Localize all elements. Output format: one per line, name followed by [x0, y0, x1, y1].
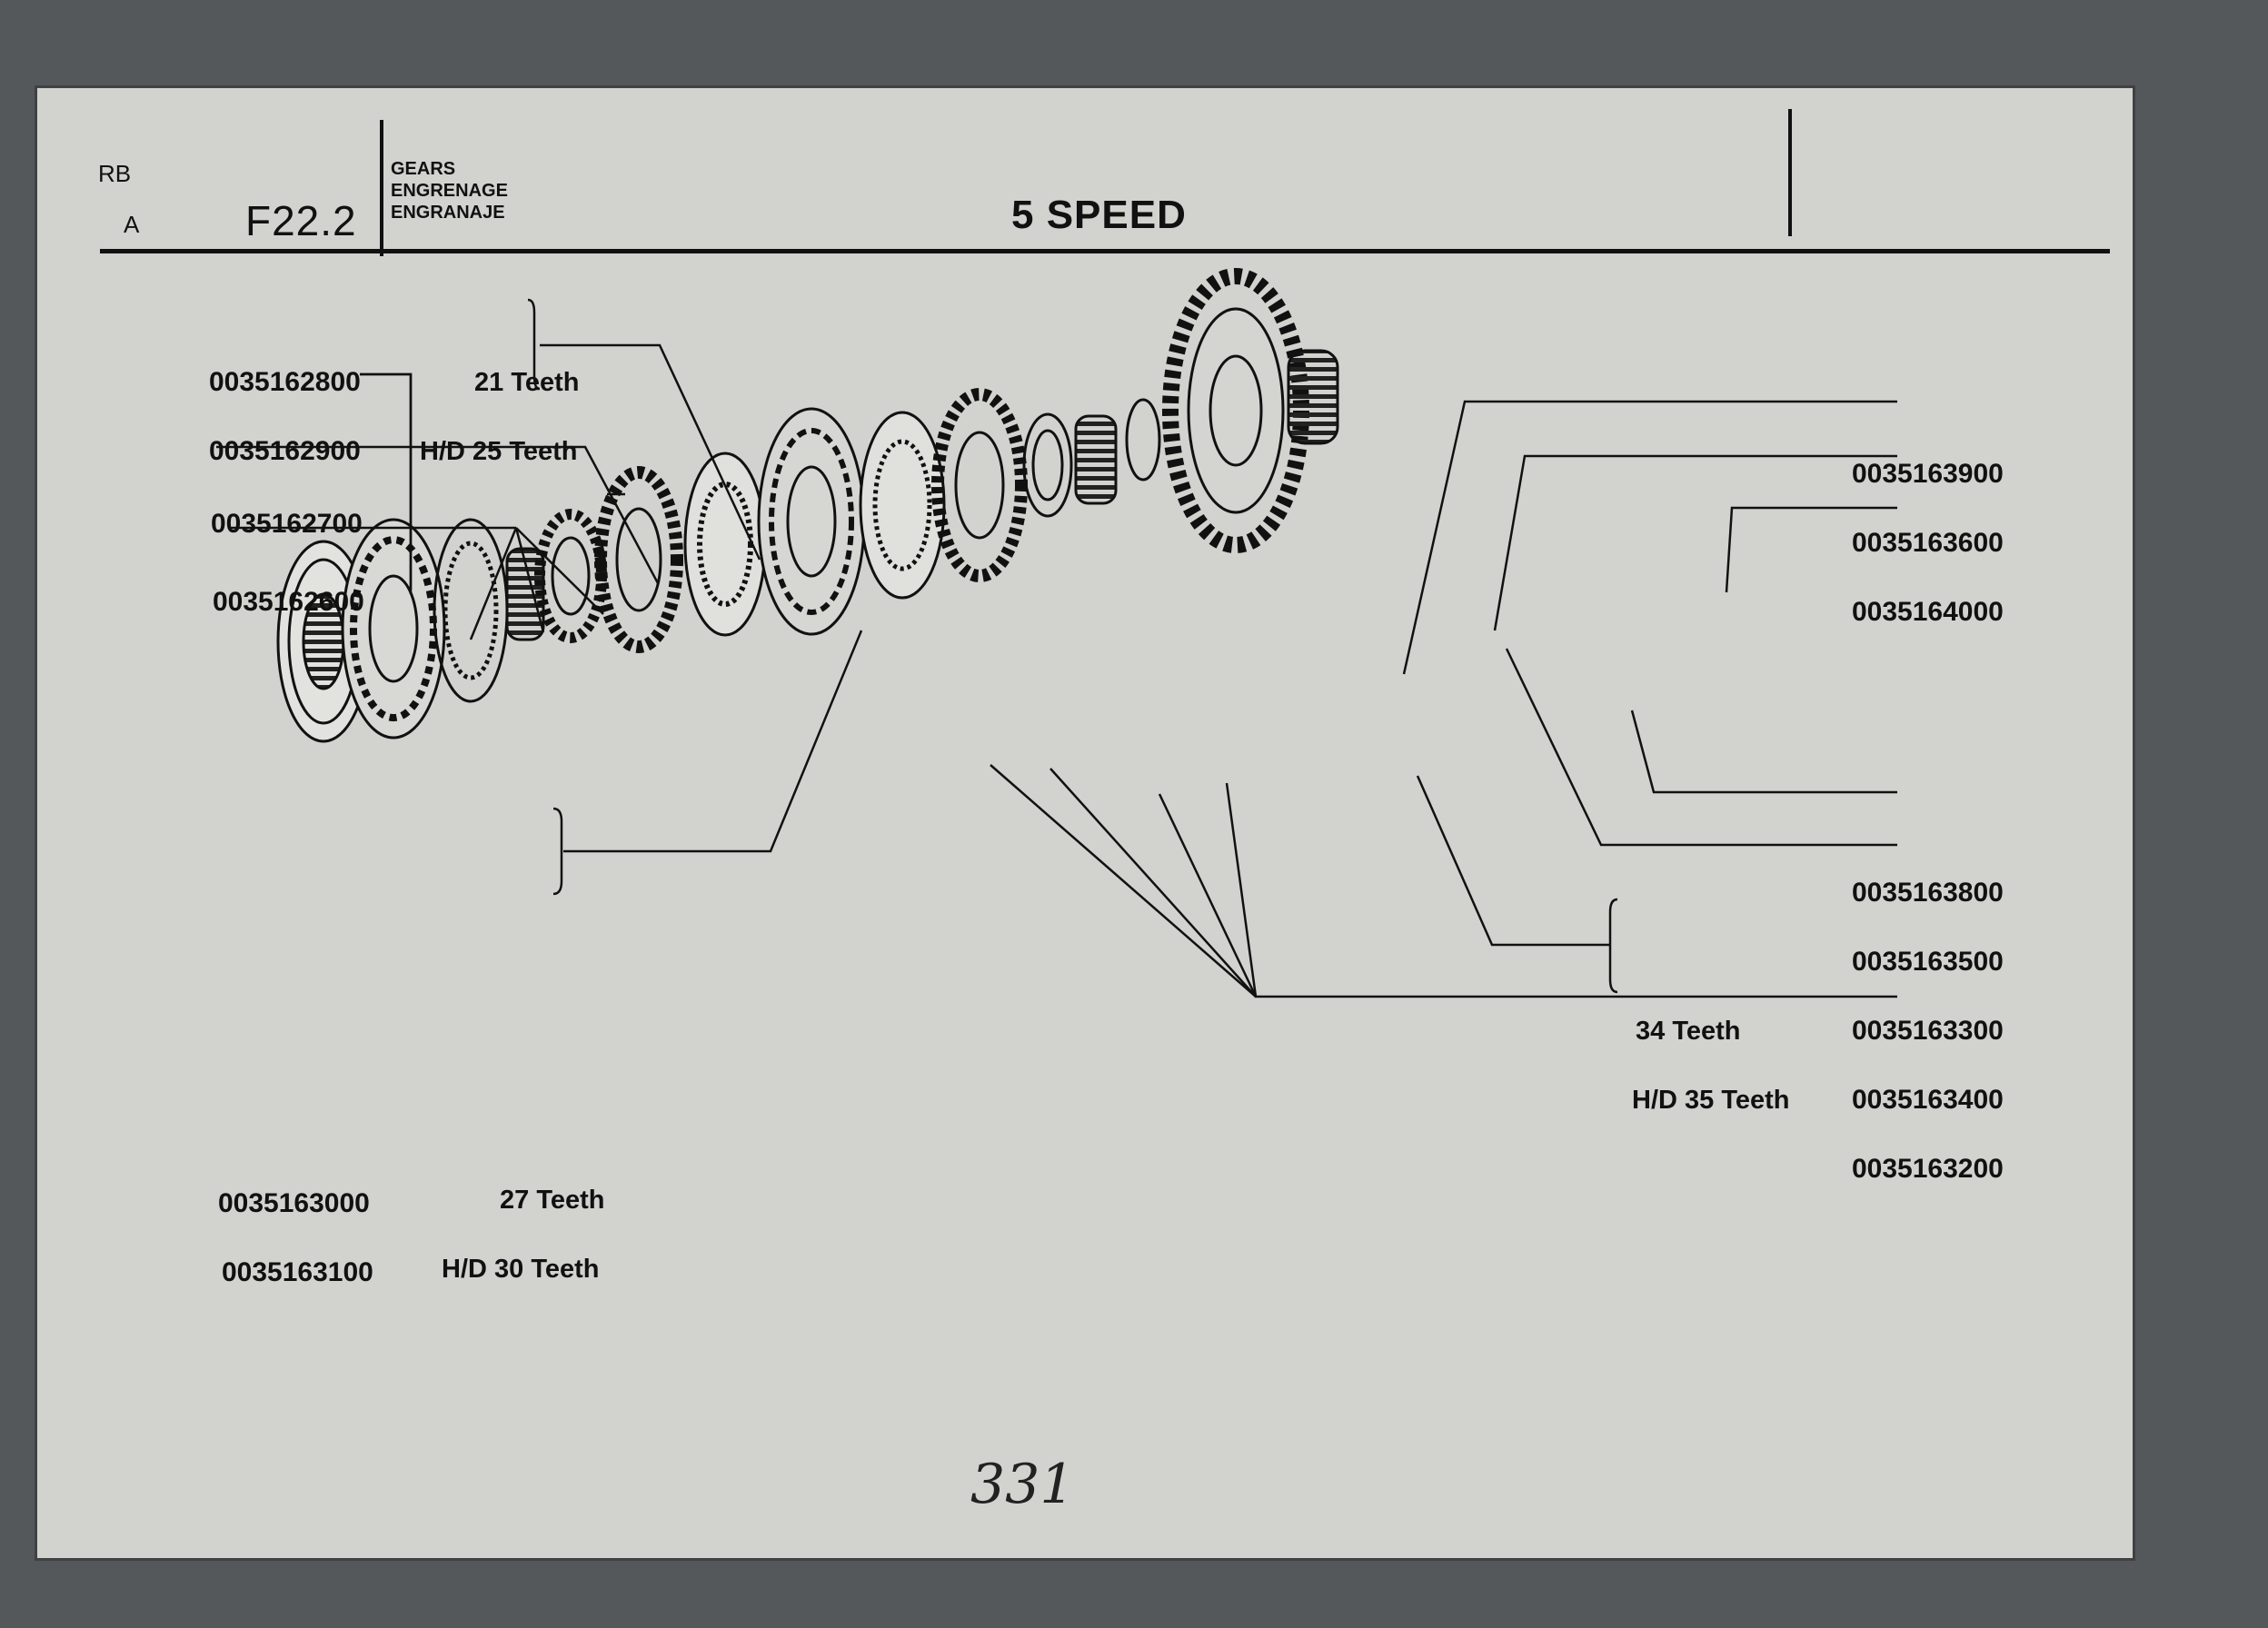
page-title: 5 SPEED: [1011, 193, 1187, 237]
drawing-sheet: RB A F22.2 GEARS ENGRENAGE ENGRANAJE 5 S…: [35, 85, 2135, 1561]
needle-bearing-right: [1074, 414, 1118, 505]
part-0035163400: 0035163400: [1852, 1085, 2004, 1115]
category-es: ENGRANAJE: [391, 203, 505, 223]
figure-number: F22.2: [245, 197, 357, 244]
exploded-gear-diagram: 0035162800 21 Teeth 0035162900 H/D 25 Te…: [209, 268, 2004, 1516]
part-0035163300: 0035163300: [1852, 1016, 2004, 1046]
leader-lines: [216, 298, 1897, 998]
category-labels: GEARS ENGRENAGE ENGRANAJE: [391, 158, 508, 223]
synchro-assembly-middle: [757, 407, 866, 636]
spacer-ring: [1125, 398, 1161, 481]
part-0035163800: 0035163800: [1852, 878, 2004, 908]
part-0035162800: 0035162800: [209, 367, 361, 397]
page-number: 331: [970, 1453, 1075, 1516]
part-0035162700: 0035162700: [211, 509, 363, 539]
baulk-ring-right: [859, 411, 946, 600]
thrust-washer: [1022, 412, 1073, 518]
gear-21-teeth: [534, 509, 607, 643]
teeth-hd-30: H/D 30 Teeth: [442, 1255, 600, 1284]
teeth-34: 34 Teeth: [1636, 1017, 1741, 1046]
code-bottom: A: [124, 211, 140, 238]
teeth-hd-25: H/D 25 Teeth: [420, 437, 578, 466]
category-en: GEARS: [391, 159, 456, 179]
teeth-21: 21 Teeth: [474, 368, 580, 397]
synchro-hub: [341, 518, 446, 740]
part-0035162900: 0035162900: [209, 436, 361, 466]
gear-34-teeth: [931, 388, 1028, 582]
part-0035163900: 0035163900: [1852, 459, 2004, 489]
part-0035164000: 0035164000: [1852, 597, 2004, 627]
baulk-ring-left: [433, 518, 509, 703]
bearing-far-right: [1287, 349, 1339, 445]
part-0035163500: 0035163500: [1852, 947, 2004, 977]
part-0035163600: 0035163600: [1852, 528, 2004, 558]
baulk-ring-middle: [683, 452, 767, 637]
code-top: RB: [98, 160, 132, 187]
teeth-27: 27 Teeth: [500, 1186, 605, 1215]
gear-27-teeth: [594, 466, 683, 653]
part-0035163000: 0035163000: [218, 1188, 370, 1218]
part-0035163200: 0035163200: [1852, 1154, 2004, 1184]
part-0035162600: 0035162600: [213, 587, 364, 617]
category-fr: ENGRENAGE: [391, 181, 508, 201]
teeth-hd-35: H/D 35 Teeth: [1632, 1086, 1790, 1115]
header-rule: [100, 249, 2110, 253]
header-divider-left: [380, 120, 383, 256]
large-gear: [1162, 268, 1309, 553]
part-0035163100: 0035163100: [222, 1257, 373, 1287]
header-divider-right: [1788, 109, 1792, 236]
